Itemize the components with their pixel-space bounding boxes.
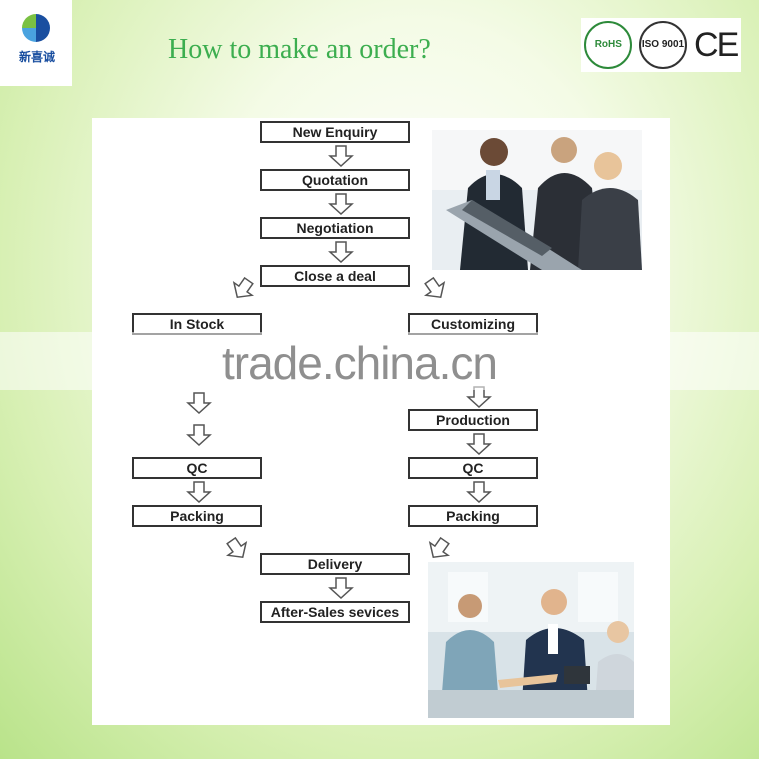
step-packing-left: Packing <box>132 505 262 527</box>
step-customizing: Customizing <box>408 313 538 335</box>
watermark-band <box>0 332 759 390</box>
iso-badge-icon: ISO 9001 <box>638 21 687 69</box>
rohs-badge-icon: RoHS <box>584 21 633 69</box>
down-arrow-icon <box>466 481 492 503</box>
watermark-text: trade.china.cn <box>222 337 498 389</box>
step-close-deal: Close a deal <box>260 265 410 287</box>
down-arrow-icon <box>186 481 212 503</box>
logo-text: 新喜诚 <box>18 50 55 64</box>
company-logo: 新喜诚 <box>0 0 72 86</box>
down-arrow-icon <box>328 577 354 599</box>
ce-mark-icon: CE <box>694 26 739 64</box>
logo-mark-icon <box>22 14 50 42</box>
step-delivery: Delivery <box>260 553 410 575</box>
down-left-arrow-icon <box>428 536 451 559</box>
step-qc-right: QC <box>408 457 538 479</box>
step-packing-right: Packing <box>408 505 538 527</box>
step-quotation: Quotation <box>260 169 410 191</box>
step-new-enquiry: New Enquiry <box>260 121 410 143</box>
step-negotiation: Negotiation <box>260 217 410 239</box>
down-right-arrow-icon <box>423 276 446 299</box>
step-qc-left: QC <box>132 457 262 479</box>
business-meeting-photo <box>432 130 642 270</box>
step-after-sales: After-Sales sevices <box>260 601 410 623</box>
down-arrow-icon <box>328 145 354 167</box>
down-right-arrow-icon <box>225 536 248 559</box>
page-title: How to make an order? <box>168 34 431 65</box>
step-production: Production <box>408 409 538 431</box>
down-arrow-icon <box>328 241 354 263</box>
order-flow-panel: New Enquiry Quotation Negotiation Close … <box>92 118 670 725</box>
down-arrow-icon <box>186 424 212 446</box>
down-arrow-icon <box>186 392 212 414</box>
handshake-meeting-photo <box>428 562 634 718</box>
down-arrow-icon <box>328 193 354 215</box>
certification-badges: RoHS ISO 9001 CE <box>581 18 741 72</box>
down-left-arrow-icon <box>232 276 255 299</box>
down-arrow-icon <box>466 433 492 455</box>
